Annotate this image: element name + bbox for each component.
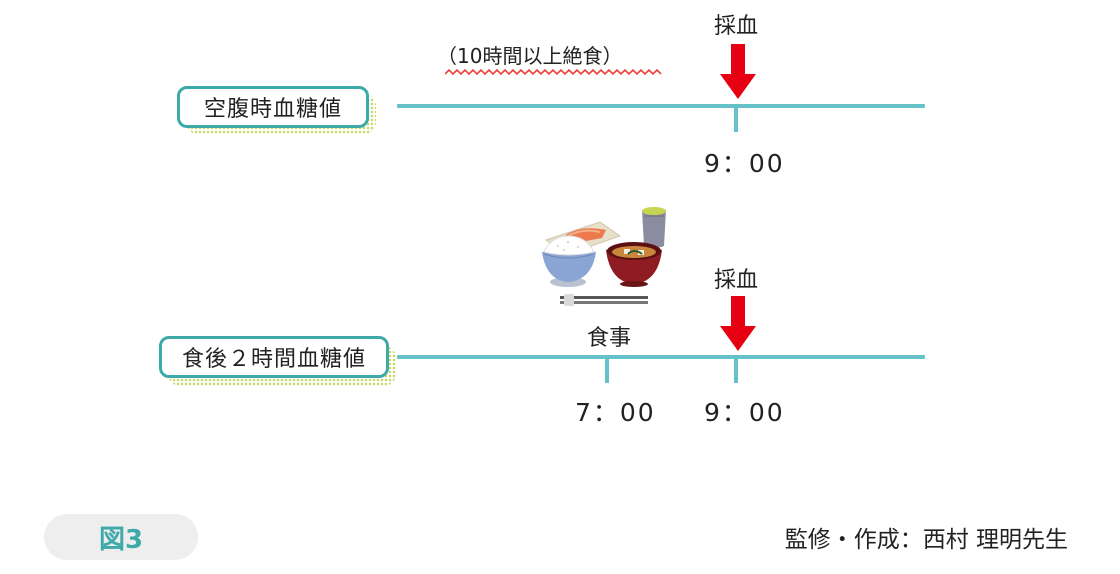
postprandial-blood-draw-arrow-icon [720,296,756,351]
fasting-timeline [397,104,925,108]
fasting-time-9: 9：00 [704,149,785,178]
fasting-glucose-label: 空腹時血糖値 [177,86,369,128]
postprandial-glucose-label-text: 食後２時間血糖値 [181,347,366,372]
postprandial-time-9: 9：00 [704,398,785,427]
fasting-note-text: （10時間以上絶食） [437,44,623,68]
postprandial-glucose-label: 食後２時間血糖値 [159,336,389,378]
postprandial-time-7: 7：00 [575,398,656,427]
postprandial-tick-9 [734,357,738,383]
figure-label-pill: 図3 [44,514,198,560]
fasting-tick-9 [734,106,738,132]
credit-text: 監修・作成：西村 理明先生 [784,527,1068,553]
fasting-note: （10時間以上絶食） [437,40,662,76]
figure-label: 図3 [98,524,144,555]
wavy-underline [445,68,662,76]
fasting-blood-draw-arrow-icon [720,44,756,99]
meal-label: 食事 [586,326,631,351]
meal-illustration-icon [542,207,666,306]
postprandial-timeline [397,355,925,359]
postprandial-tick-7 [605,357,609,383]
postprandial-blood-draw-label: 採血 [713,268,758,293]
fasting-blood-draw-label: 採血 [713,14,758,39]
fasting-glucose-label-text: 空腹時血糖値 [203,97,342,122]
